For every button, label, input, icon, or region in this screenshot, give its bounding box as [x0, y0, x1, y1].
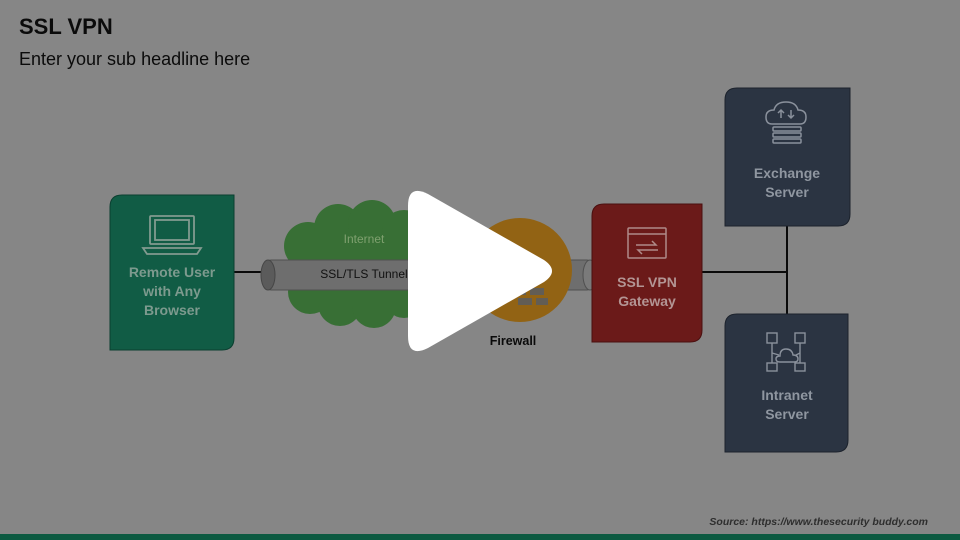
source-citation: Source: https://www.thesecurity buddy.co… [709, 516, 928, 528]
slide-subtitle: Enter your sub headline here [19, 49, 251, 69]
cloud-server-icon [765, 101, 807, 144]
gateway-label-2: Gateway [618, 293, 676, 309]
remote-user-label-1: Remote User [129, 264, 216, 280]
internet-label: Internet [344, 232, 385, 246]
remote-user-label-3: Browser [144, 302, 201, 318]
play-button[interactable] [404, 188, 558, 354]
gateway-label-1: SSL VPN [617, 274, 677, 290]
exchange-label-1: Exchange [754, 165, 820, 181]
slide-title: SSL VPN [19, 14, 113, 39]
bottom-accent-bar [0, 534, 960, 540]
gateway-node: SSL VPN Gateway [591, 203, 703, 343]
intranet-label-2: Server [765, 406, 809, 422]
intranet-server-node: Intranet Server [724, 313, 849, 453]
exchange-server-node: Exchange Server [724, 87, 851, 227]
remote-user-node: Remote User with Any Browser [109, 194, 235, 351]
remote-user-label-2: with Any [142, 283, 201, 299]
exchange-label-2: Server [765, 184, 809, 200]
firewall-label: Firewall [490, 334, 537, 348]
gateway-icon [627, 227, 667, 259]
network-icon [766, 332, 806, 372]
play-icon [408, 190, 552, 352]
tunnel-label: SSL/TLS Tunnel [320, 267, 407, 281]
laptop-icon [141, 215, 203, 255]
intranet-label-1: Intranet [761, 387, 813, 403]
